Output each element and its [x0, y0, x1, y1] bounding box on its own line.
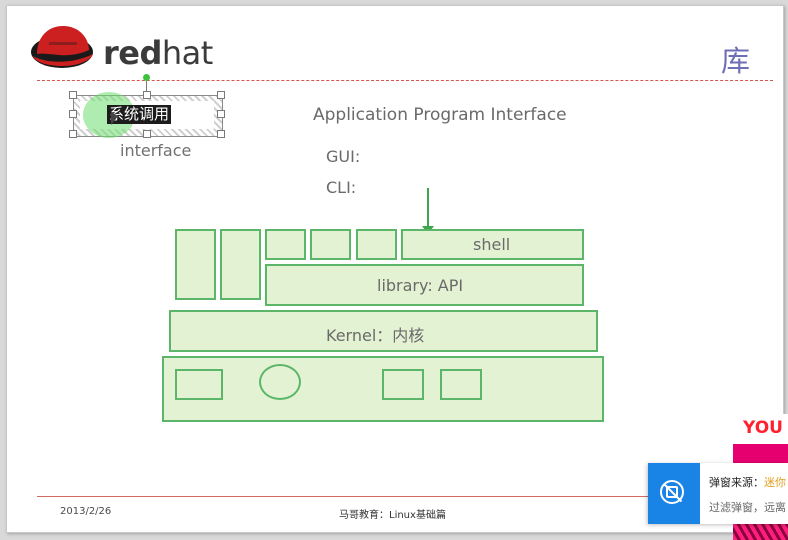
gui-label: GUI: — [326, 147, 361, 166]
hardware-component-1 — [175, 369, 223, 400]
popup-icon-panel — [648, 463, 700, 524]
hardware-component-circle — [259, 364, 301, 400]
ad-banner-top — [733, 414, 788, 444]
popup-filter-link[interactable]: 过滤弹窗，远离 — [709, 501, 786, 514]
ad-text: YOU — [743, 418, 783, 438]
hardware-component-3 — [440, 369, 482, 400]
library-label: library: API — [377, 276, 464, 295]
cli-label: CLI: — [326, 178, 357, 197]
app-block-2 — [220, 229, 261, 300]
resize-handle-bottom-right[interactable] — [217, 130, 225, 138]
mouse-cursor-icon — [111, 112, 118, 125]
popup-source-value: 迷你 — [764, 476, 786, 489]
shell-block: shell — [401, 229, 584, 260]
library-block: library: API — [265, 264, 584, 306]
popup-source-line: 弹窗来源：迷你 — [709, 476, 786, 489]
block-popup-icon — [660, 480, 684, 504]
kernel-block: Kernel：内核 — [169, 310, 598, 352]
footer-divider — [37, 496, 773, 497]
api-heading: Application Program Interface — [313, 105, 567, 125]
app-block-1 — [175, 229, 216, 300]
footer-date: 2013/2/26 — [60, 506, 112, 517]
resize-handle-top[interactable] — [143, 91, 151, 99]
rotate-handle[interactable] — [143, 74, 150, 81]
arrow-shaft — [427, 188, 429, 228]
resize-handle-top-left[interactable] — [69, 91, 77, 99]
ad-band — [733, 444, 788, 464]
resize-handle-right[interactable] — [217, 110, 225, 118]
shell-label: shell — [473, 235, 511, 254]
rotate-handle-stem — [146, 81, 147, 95]
footer-title: 马哥教育：Linux基础篇 — [339, 510, 446, 521]
redhat-logo-icon — [31, 26, 93, 68]
app-block-4 — [310, 229, 351, 260]
resize-handle-bottom[interactable] — [143, 130, 151, 138]
resize-handle-top-right[interactable] — [217, 91, 225, 99]
slide-title: 库 — [721, 44, 751, 78]
resize-handle-left[interactable] — [69, 110, 77, 118]
header-divider — [37, 80, 773, 81]
popup-notification[interactable]: 弹窗来源：迷你 过滤弹窗，远离 — [648, 463, 788, 524]
resize-handle-bottom-left[interactable] — [69, 130, 77, 138]
hardware-component-2 — [382, 369, 424, 400]
selected-text[interactable]: 系统调用 — [107, 105, 172, 124]
kernel-label: Kernel：内核 — [326, 326, 425, 345]
app-block-5 — [356, 229, 397, 260]
slide-canvas: redhat 库 系统调用 interface Application Prog… — [6, 5, 784, 533]
interface-label: interface — [120, 141, 192, 160]
hardware-block — [162, 356, 604, 422]
app-block-3 — [265, 229, 306, 260]
brand-wordmark: redhat — [103, 34, 213, 72]
